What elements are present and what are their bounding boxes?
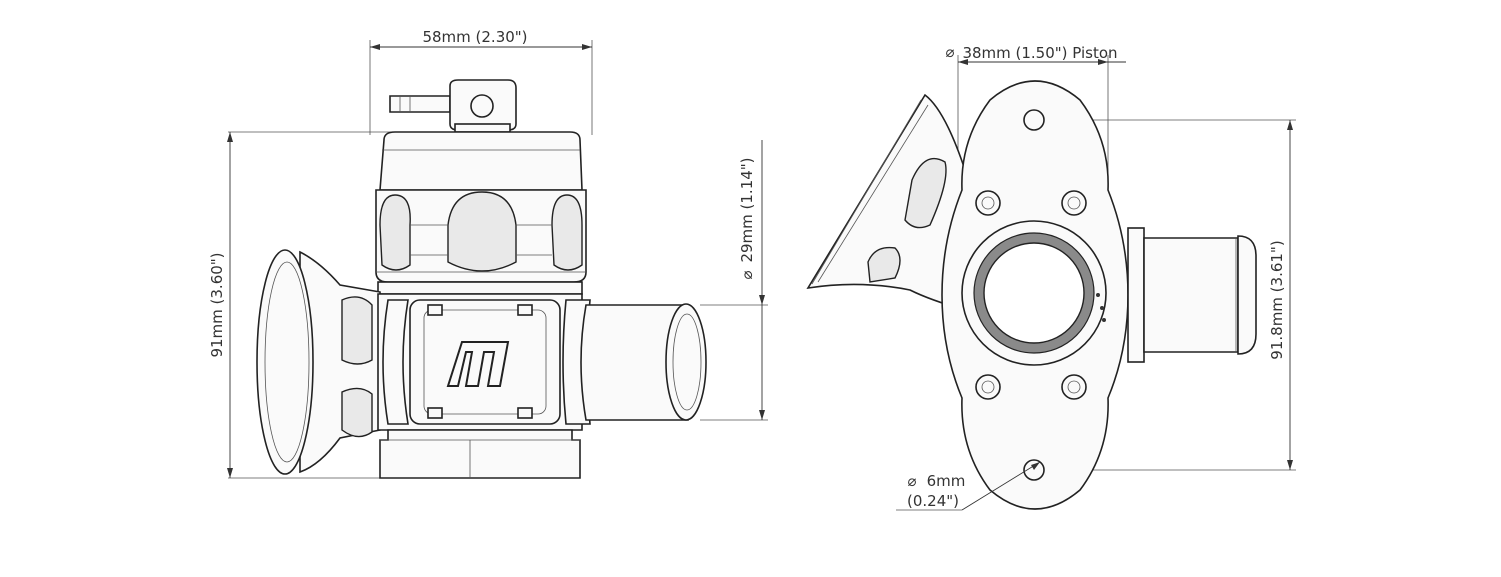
diameter-symbol-outlet: ⌀	[738, 270, 756, 279]
label-width-top: 58mm (2.30")	[422, 28, 527, 46]
valve-base	[379, 429, 581, 479]
valve-grip	[375, 189, 587, 283]
side-view: 58mm (2.30") 91mm (3.60") ⌀ 29mm (1.14")	[208, 28, 768, 479]
valve-main-body	[377, 293, 583, 431]
label-height-left: 91mm (3.60")	[208, 252, 226, 357]
trumpet-inlet	[256, 249, 381, 475]
diameter-symbol-piston: ⌀	[945, 43, 954, 61]
piston-bore	[961, 220, 1107, 366]
valve-cap	[379, 131, 583, 191]
diameter-symbol-hole: ⌀	[907, 472, 916, 490]
flange-bolts	[975, 190, 1087, 400]
brand-logo-icon	[446, 341, 510, 387]
valve-collar	[377, 281, 583, 295]
label-hole-diameter-mm: 6mm	[927, 472, 966, 490]
dimension-height-left: 91mm (3.60")	[208, 131, 420, 479]
dimension-hole-diameter: ⌀ 6mm (0.24")	[896, 461, 1041, 511]
trumpet-inlet-top	[806, 93, 966, 312]
label-piston: 38mm (1.50") Piston	[962, 44, 1117, 62]
label-outlet-diameter: 29mm (1.14")	[738, 157, 756, 262]
vacuum-nipple	[389, 79, 517, 133]
label-height-right: 91.8mm (3.61")	[1268, 240, 1286, 359]
dimension-outlet-diameter: ⌀ 29mm (1.14")	[700, 140, 768, 421]
outlet-pipe	[562, 299, 707, 425]
outlet-pipe-top	[1127, 227, 1257, 363]
dimension-width-top: 58mm (2.30")	[369, 28, 593, 135]
top-view: ⌀ 38mm (1.50") Piston 91.8mm (3.61")	[806, 43, 1296, 511]
dimension-height-right: 91.8mm (3.61")	[1036, 119, 1296, 471]
label-hole-diameter-in: (0.24")	[907, 492, 959, 510]
